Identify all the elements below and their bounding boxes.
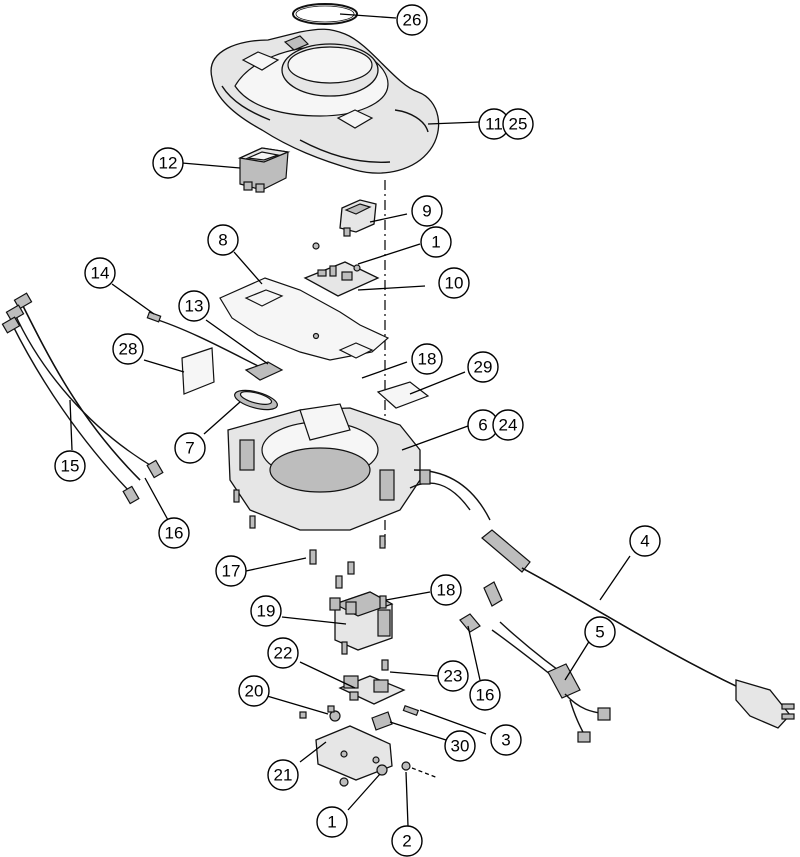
callout-11: 11 — [478, 108, 510, 140]
part-oring — [292, 3, 358, 25]
callout-28: 28 — [112, 333, 144, 365]
part-label-29 — [376, 381, 430, 409]
callout-5: 5 — [584, 616, 616, 648]
svg-text:17: 17 — [222, 562, 241, 581]
leader-lines — [69, 13, 631, 827]
callout-18-top: 18 — [411, 343, 443, 375]
part-bracket — [315, 725, 393, 787]
callout-24: 24 — [492, 409, 524, 441]
svg-text:9: 9 — [422, 202, 431, 221]
callout-25: 25 — [502, 108, 534, 140]
part-sensor-clip — [244, 361, 284, 381]
callout-1-bottom: 1 — [316, 806, 348, 838]
part-wire-harness — [1, 292, 164, 505]
svg-text:10: 10 — [445, 274, 464, 293]
svg-text:5: 5 — [595, 623, 604, 642]
callout-21: 21 — [267, 759, 299, 791]
part-probe-wire — [146, 311, 263, 369]
svg-text:29: 29 — [474, 358, 493, 377]
svg-text:20: 20 — [245, 682, 264, 701]
svg-text:14: 14 — [91, 264, 110, 283]
callout-14: 14 — [84, 257, 116, 289]
part-nut — [327, 705, 341, 722]
part-transformer — [329, 591, 394, 655]
callout-20: 20 — [238, 675, 270, 707]
svg-text:2: 2 — [402, 832, 411, 851]
callout-6: 6 — [467, 409, 499, 441]
svg-text:8: 8 — [218, 231, 227, 250]
part-rocker-switch-small — [339, 199, 377, 237]
svg-text:25: 25 — [509, 115, 528, 134]
callout-1-top: 1 — [420, 226, 452, 258]
callout-17: 17 — [215, 555, 247, 587]
callout-8: 8 — [207, 224, 239, 256]
svg-text:19: 19 — [257, 602, 276, 621]
svg-text:1: 1 — [431, 233, 440, 252]
svg-text:26: 26 — [403, 11, 422, 30]
part-bracket-screws — [299, 704, 439, 779]
svg-text:6: 6 — [478, 416, 487, 435]
svg-text:1: 1 — [327, 813, 336, 832]
part-circuit-board — [303, 242, 380, 297]
callout-22: 22 — [267, 637, 299, 669]
svg-text:4: 4 — [640, 532, 649, 551]
callout-19: 19 — [250, 595, 282, 627]
part-label-28 — [181, 347, 215, 395]
svg-text:18: 18 — [418, 350, 437, 369]
part-transformer-screws — [335, 561, 389, 671]
callout-2: 2 — [391, 825, 423, 857]
callout-16-left: 16 — [158, 517, 190, 549]
svg-text:21: 21 — [274, 766, 293, 785]
callout-26: 26 — [396, 4, 428, 36]
svg-text:28: 28 — [119, 340, 138, 359]
callout-30: 30 — [444, 730, 476, 762]
callout-12: 12 — [152, 147, 184, 179]
svg-text:22: 22 — [274, 644, 293, 663]
part-relay-board — [338, 675, 406, 705]
svg-text:23: 23 — [444, 667, 463, 686]
svg-text:30: 30 — [451, 737, 470, 756]
callout-18-bottom: 18 — [430, 574, 462, 606]
svg-text:18: 18 — [437, 581, 456, 600]
svg-text:16: 16 — [165, 524, 184, 543]
svg-text:15: 15 — [61, 457, 80, 476]
callout-3: 3 — [490, 724, 522, 756]
svg-text:24: 24 — [499, 416, 518, 435]
callout-13: 13 — [178, 290, 210, 322]
svg-text:16: 16 — [476, 686, 495, 705]
svg-text:12: 12 — [159, 154, 178, 173]
svg-text:11: 11 — [485, 115, 503, 134]
svg-text:13: 13 — [185, 297, 204, 316]
callout-16-right: 16 — [469, 679, 501, 711]
svg-text:7: 7 — [185, 439, 194, 458]
part-rocker-switch-large — [237, 147, 291, 193]
callout-9: 9 — [411, 195, 443, 227]
part-power-cord — [481, 529, 795, 729]
callout-7: 7 — [174, 432, 206, 464]
part-base-housing — [227, 403, 491, 531]
part-connector — [459, 581, 503, 633]
part-cap — [234, 389, 278, 411]
callout-23: 23 — [437, 660, 469, 692]
part-gasket-plate — [219, 277, 390, 361]
part-top-cover — [210, 28, 440, 174]
part-housing-screws — [233, 489, 386, 565]
svg-text:3: 3 — [501, 731, 510, 750]
callout-10: 10 — [438, 267, 470, 299]
callout-4: 4 — [629, 525, 661, 557]
callout-15: 15 — [54, 450, 86, 482]
part-clip — [371, 711, 393, 731]
callout-29: 29 — [467, 351, 499, 383]
